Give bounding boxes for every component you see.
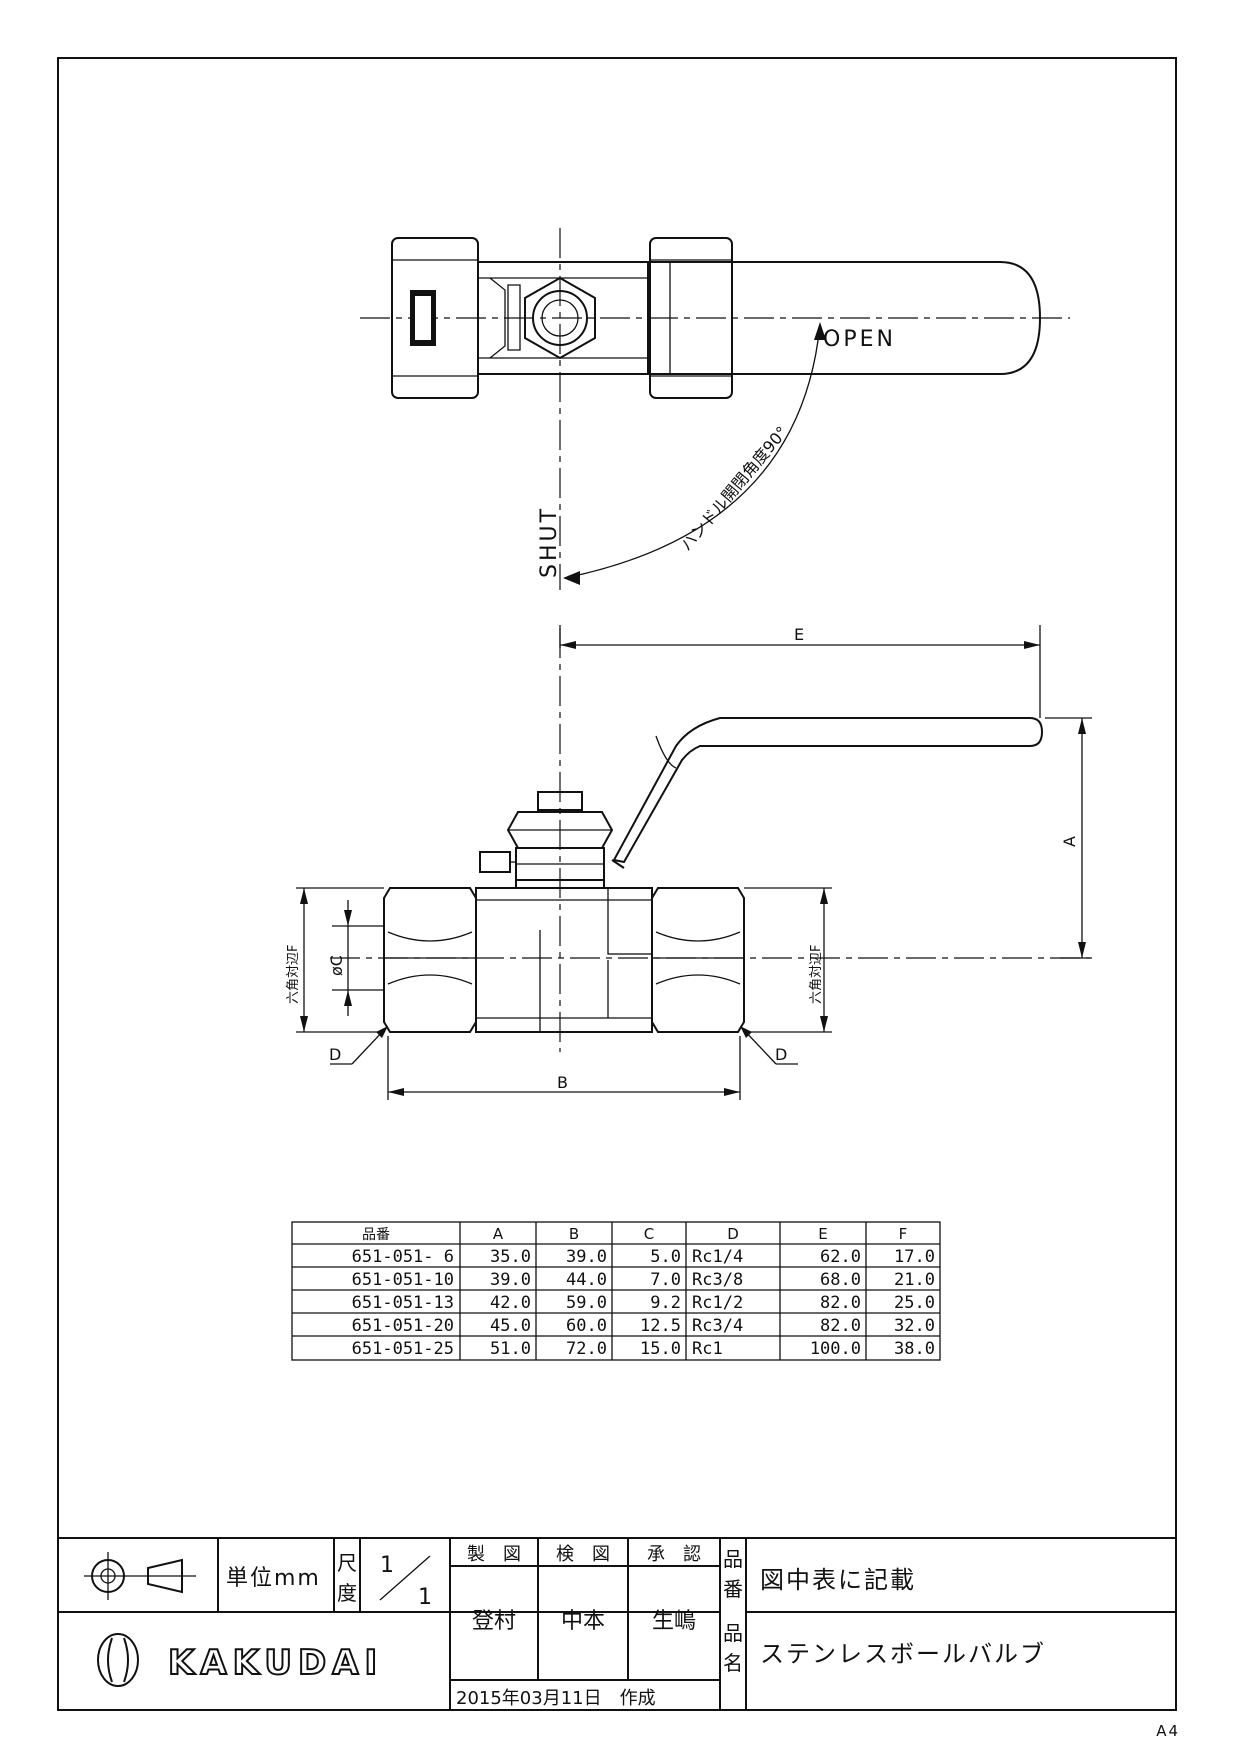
spec-cell: 12.5 — [640, 1316, 681, 1336]
spec-cell: 42.0 — [490, 1293, 531, 1313]
spec-cell: 651-051-10 — [352, 1270, 454, 1290]
spec-cell: 82.0 — [820, 1293, 861, 1313]
dim-a-label: A — [1060, 836, 1079, 847]
spec-cell: 68.0 — [820, 1270, 861, 1290]
dim-c-label: øC — [327, 955, 346, 976]
spec-cell: Rc1 — [692, 1339, 723, 1359]
approved-by: 生嶋 — [652, 1609, 696, 1634]
spec-header-a: A — [493, 1225, 504, 1243]
drawing-frame — [57, 57, 1177, 1711]
checked-by: 中本 — [561, 1609, 605, 1634]
scale-den: 1 — [418, 1585, 432, 1610]
checked-label: 検 図 — [556, 1544, 610, 1565]
scale-label-1: 尺 — [337, 1551, 357, 1575]
spec-cell: Rc3/8 — [692, 1270, 743, 1290]
spec-cell: 651-051-13 — [352, 1293, 454, 1313]
part-name-label-2: 名 — [723, 1651, 743, 1675]
scale-num: 1 — [380, 1553, 394, 1578]
spec-table: 品番 A B C D E F 651-051- 6 35.0 39.0 5.0 … — [291, 1221, 941, 1361]
spec-cell: 59.0 — [566, 1293, 607, 1313]
sheet-size-label: A4 — [1156, 1722, 1180, 1740]
spec-cell: 38.0 — [894, 1339, 935, 1359]
top-view: OPEN SHUT ハンドル開閉角度90° — [360, 228, 1070, 590]
shut-label: SHUT — [537, 506, 562, 578]
open-label: OPEN — [823, 327, 896, 352]
spec-header-f: F — [899, 1225, 908, 1243]
spec-cell: 82.0 — [820, 1316, 861, 1336]
spec-cell: 25.0 — [894, 1293, 935, 1313]
kakudai-logo-icon — [97, 1633, 139, 1687]
spec-cell: 72.0 — [566, 1339, 607, 1359]
spec-cell: 62.0 — [820, 1247, 861, 1267]
spec-header-d: D — [727, 1225, 739, 1243]
spec-cell: Rc3/4 — [692, 1316, 743, 1336]
hex-f-right-label: 六角対辺F — [809, 945, 824, 1004]
hex-f-left-label: 六角対辺F — [286, 945, 301, 1004]
drawn-label: 製 図 — [467, 1544, 521, 1565]
spec-cell: 7.0 — [650, 1270, 681, 1290]
spec-header-b: B — [569, 1225, 579, 1243]
part-no-label-1: 品 — [723, 1547, 743, 1571]
spec-cell: 45.0 — [490, 1316, 531, 1336]
drawn-by: 登村 — [472, 1609, 516, 1634]
spec-cell: 35.0 — [490, 1247, 531, 1267]
spec-cell: 651-051- 6 — [352, 1247, 454, 1267]
spec-cell: 60.0 — [566, 1316, 607, 1336]
spec-cell: 651-051-25 — [352, 1339, 454, 1359]
logo-text: KAKUDAI — [168, 1643, 383, 1683]
spec-cell: 51.0 — [490, 1339, 531, 1359]
scale-label-2: 度 — [337, 1581, 357, 1605]
spec-cell: Rc1/4 — [692, 1247, 743, 1267]
spec-cell: 44.0 — [566, 1270, 607, 1290]
unit-label: 単位mm — [226, 1566, 321, 1591]
dim-b-label: B — [557, 1073, 568, 1092]
spec-cell: Rc1/2 — [692, 1293, 743, 1313]
projection-symbol-icon — [84, 1552, 196, 1600]
side-view: E A — [286, 625, 1092, 1100]
spec-cell: 39.0 — [490, 1270, 531, 1290]
date-created: 2015年03月11日 作成 — [456, 1688, 656, 1709]
dim-e-label: E — [794, 625, 804, 644]
part-no-value: 図中表に記載 — [760, 1566, 916, 1594]
title-block: 単位mm 尺 度 1 1 製 図 検 図 承 認 登村 中本 生嶋 2015年0… — [58, 1537, 1176, 1710]
spec-cell: 15.0 — [640, 1339, 681, 1359]
spec-cell: 9.2 — [650, 1293, 681, 1313]
part-name-label-1: 品 — [723, 1621, 743, 1645]
spec-cell: 32.0 — [894, 1316, 935, 1336]
spec-header-c: C — [644, 1225, 654, 1243]
spec-cell: 39.0 — [566, 1247, 607, 1267]
spec-header-part-no: 品番 — [362, 1227, 390, 1243]
approved-label: 承 認 — [647, 1544, 701, 1565]
spec-cell: 651-051-20 — [352, 1316, 454, 1336]
spec-cell: 5.0 — [650, 1247, 681, 1267]
part-name-value: ステンレスボールバルブ — [760, 1640, 1046, 1668]
spec-cell: 17.0 — [894, 1247, 935, 1267]
dim-d-right-label: D — [775, 1045, 787, 1064]
spec-cell: 100.0 — [810, 1339, 861, 1359]
rotation-note: ハンドル開閉角度90° — [677, 423, 792, 555]
part-no-label-2: 番 — [723, 1577, 743, 1601]
spec-header-e: E — [818, 1225, 827, 1243]
spec-cell: 21.0 — [894, 1270, 935, 1290]
dim-d-left-label: D — [329, 1045, 341, 1064]
